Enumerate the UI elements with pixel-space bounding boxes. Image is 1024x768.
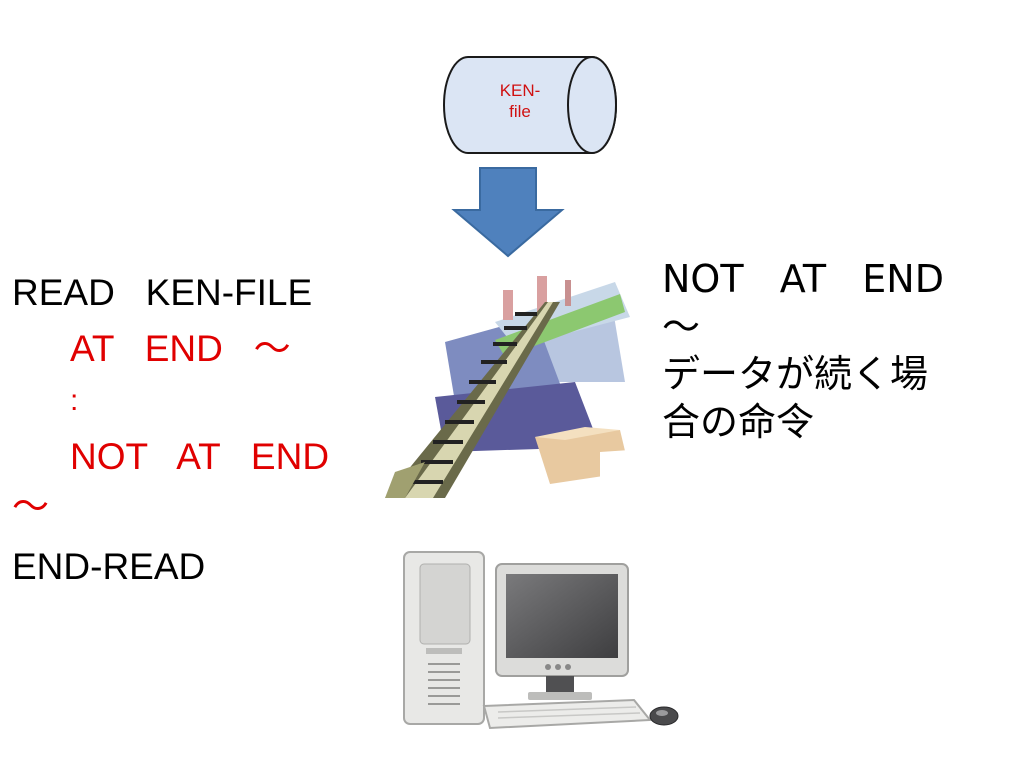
explanation-line-jp-2: 合の命令 xyxy=(662,399,815,444)
explanation-text: NOT AT END 〜 データが続く場 合の命令 xyxy=(662,256,1002,446)
down-arrow-icon xyxy=(451,167,565,258)
railroad-track-icon xyxy=(385,276,631,498)
desktop-computer-icon xyxy=(403,551,679,730)
explanation-line-jp-1: データが続く場 xyxy=(662,352,929,396)
file-cylinder xyxy=(443,56,617,154)
code-line-not-at-end: NOT AT END xyxy=(70,436,330,477)
code-line-read: READ KEN-FILE xyxy=(12,272,313,313)
file-label: KEN- file xyxy=(499,81,541,122)
code-line-ellipsis: : xyxy=(70,384,79,417)
code-line-at-end: AT END 〜 xyxy=(70,328,291,369)
explanation-line-tilde: 〜 xyxy=(662,304,701,349)
code-line-end-read: END-READ xyxy=(12,546,206,587)
explanation-line-not-at-end: NOT AT END xyxy=(662,257,944,301)
code-line-tilde: 〜 xyxy=(12,486,49,527)
